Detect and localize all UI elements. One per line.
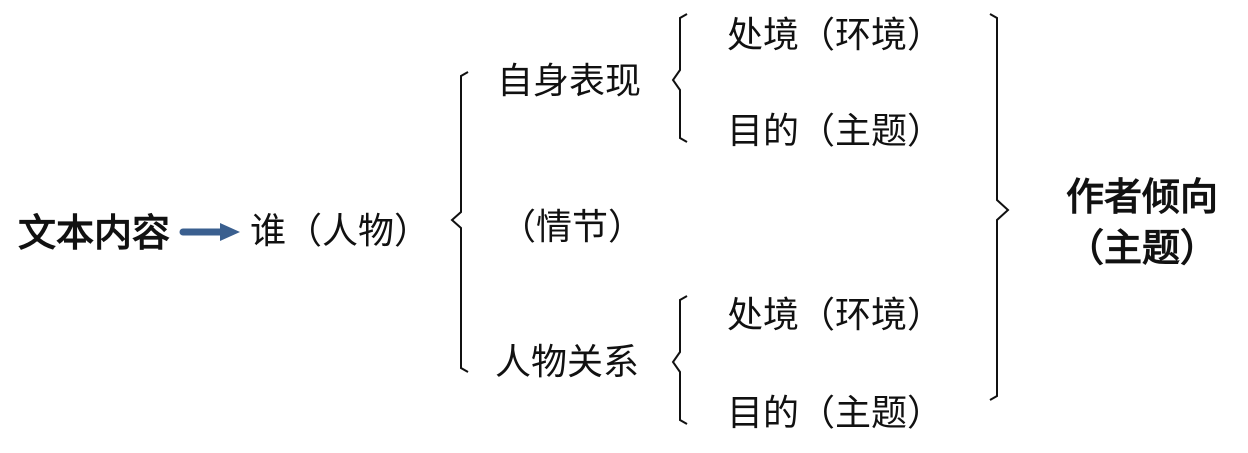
- self-brace: [671, 13, 688, 143]
- conclusion-line-2: （主题）: [1065, 226, 1218, 271]
- main-brace: [450, 71, 469, 373]
- conclusion-node: 作者倾向 （主题）: [1052, 172, 1232, 275]
- who-node: 谁（人物）: [250, 211, 431, 252]
- self-goal-node: 目的（主题）: [727, 111, 944, 152]
- relations-situation-node: 处境（环境）: [727, 295, 944, 336]
- relations-node: 人物关系: [495, 342, 640, 383]
- root-node: 文本内容: [18, 211, 171, 255]
- conclusion-line-1: 作者倾向: [1065, 175, 1218, 219]
- self-situation-node: 处境（环境）: [727, 15, 944, 56]
- plot-node: （情节）: [500, 207, 645, 248]
- arrow-right-icon: [179, 223, 240, 241]
- relations-brace: [671, 295, 688, 425]
- self-performance-node: 自身表现: [497, 61, 642, 102]
- conclusion-brace: [989, 13, 1010, 401]
- relations-goal-node: 目的（主题）: [727, 393, 944, 434]
